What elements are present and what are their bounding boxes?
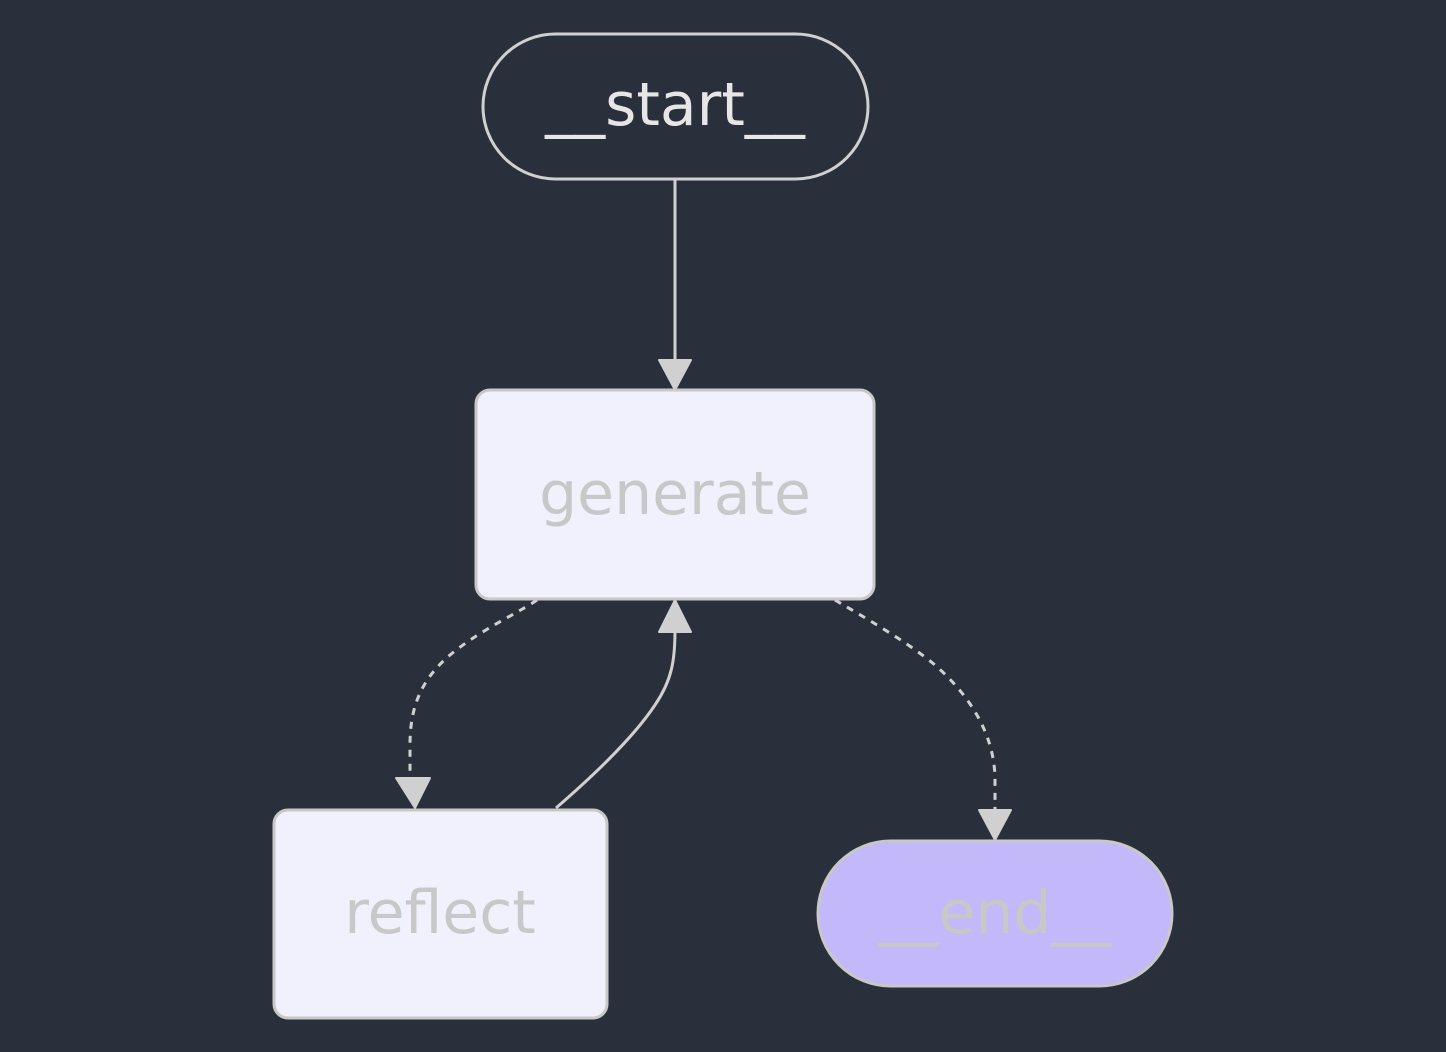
node-generate-shape: [474, 388, 876, 601]
node-reflect[interactable]: reflect: [272, 808, 609, 1020]
node-reflect-shape: [272, 808, 609, 1020]
edge-reflect-to-generate: [555, 629, 677, 810]
edge-generate-to-reflect: [408, 598, 538, 778]
node-end-label: __end__: [877, 878, 1112, 948]
arrowhead-generate-to-reflect: [395, 777, 431, 809]
edges: [395, 180, 1012, 841]
node-start-shape: [481, 32, 870, 181]
arrowhead-start-to-generate: [658, 359, 692, 391]
node-start[interactable]: __start__: [481, 32, 870, 181]
node-generate[interactable]: generate: [474, 388, 876, 601]
node-end-shape: [816, 839, 1174, 988]
arrowhead-reflect-to-generate: [658, 599, 692, 633]
arrowhead-generate-to-end: [978, 809, 1012, 841]
node-start-label: __start__: [544, 70, 806, 140]
edge-generate-to-end: [834, 598, 997, 810]
node-generate-label: generate: [539, 459, 811, 529]
node-reflect-label: reflect: [344, 878, 535, 948]
node-end[interactable]: __end__: [816, 839, 1174, 988]
